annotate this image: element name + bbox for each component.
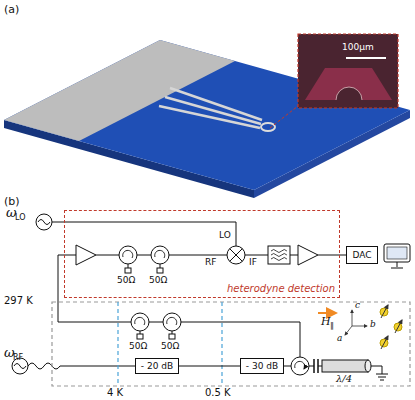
source-subscript: LO — [15, 214, 25, 222]
spin-sketch — [318, 305, 402, 349]
resonator-label: λ/4 — [336, 374, 352, 384]
components — [12, 214, 410, 375]
node-text: - 30 dB — [246, 362, 278, 371]
temperature-label: 297 K — [4, 296, 33, 306]
port-label: LO — [219, 231, 231, 240]
port-label: RF — [205, 258, 216, 267]
field-symbol: H — [321, 316, 331, 327]
node-text: DAC — [352, 251, 371, 260]
termination-label: 50Ω — [129, 342, 147, 351]
source-subscript: RF — [13, 354, 23, 362]
attenuator-box: - 30 dB — [240, 358, 284, 374]
axis-label: a — [337, 334, 342, 343]
node-text: - 20 dB — [141, 362, 173, 371]
temperature-label: 4 K — [107, 388, 123, 398]
dac-box: DAC — [346, 246, 378, 264]
axis-label: c — [355, 301, 360, 310]
node-text: heterodyne detection — [227, 284, 335, 294]
field-subscript: ∥ — [330, 322, 334, 330]
signal-line — [340, 255, 346, 256]
temperature-label: 0.5 K — [205, 388, 231, 398]
termination-label: 50Ω — [161, 342, 179, 351]
termination-label: 50Ω — [149, 276, 167, 285]
detection-box: heterodyne detection — [64, 210, 340, 298]
port-label: IF — [249, 258, 257, 267]
scale-label: 100μm — [342, 43, 374, 52]
wiring — [28, 222, 388, 380]
panel-label: (a) — [4, 4, 19, 15]
axis-label: b — [370, 320, 376, 329]
attenuator-box: - 20 dB — [135, 358, 179, 374]
cryostat-box — [52, 302, 410, 386]
signal-line — [179, 366, 240, 367]
termination-label: 50Ω — [117, 276, 135, 285]
chip-render — [4, 34, 410, 198]
